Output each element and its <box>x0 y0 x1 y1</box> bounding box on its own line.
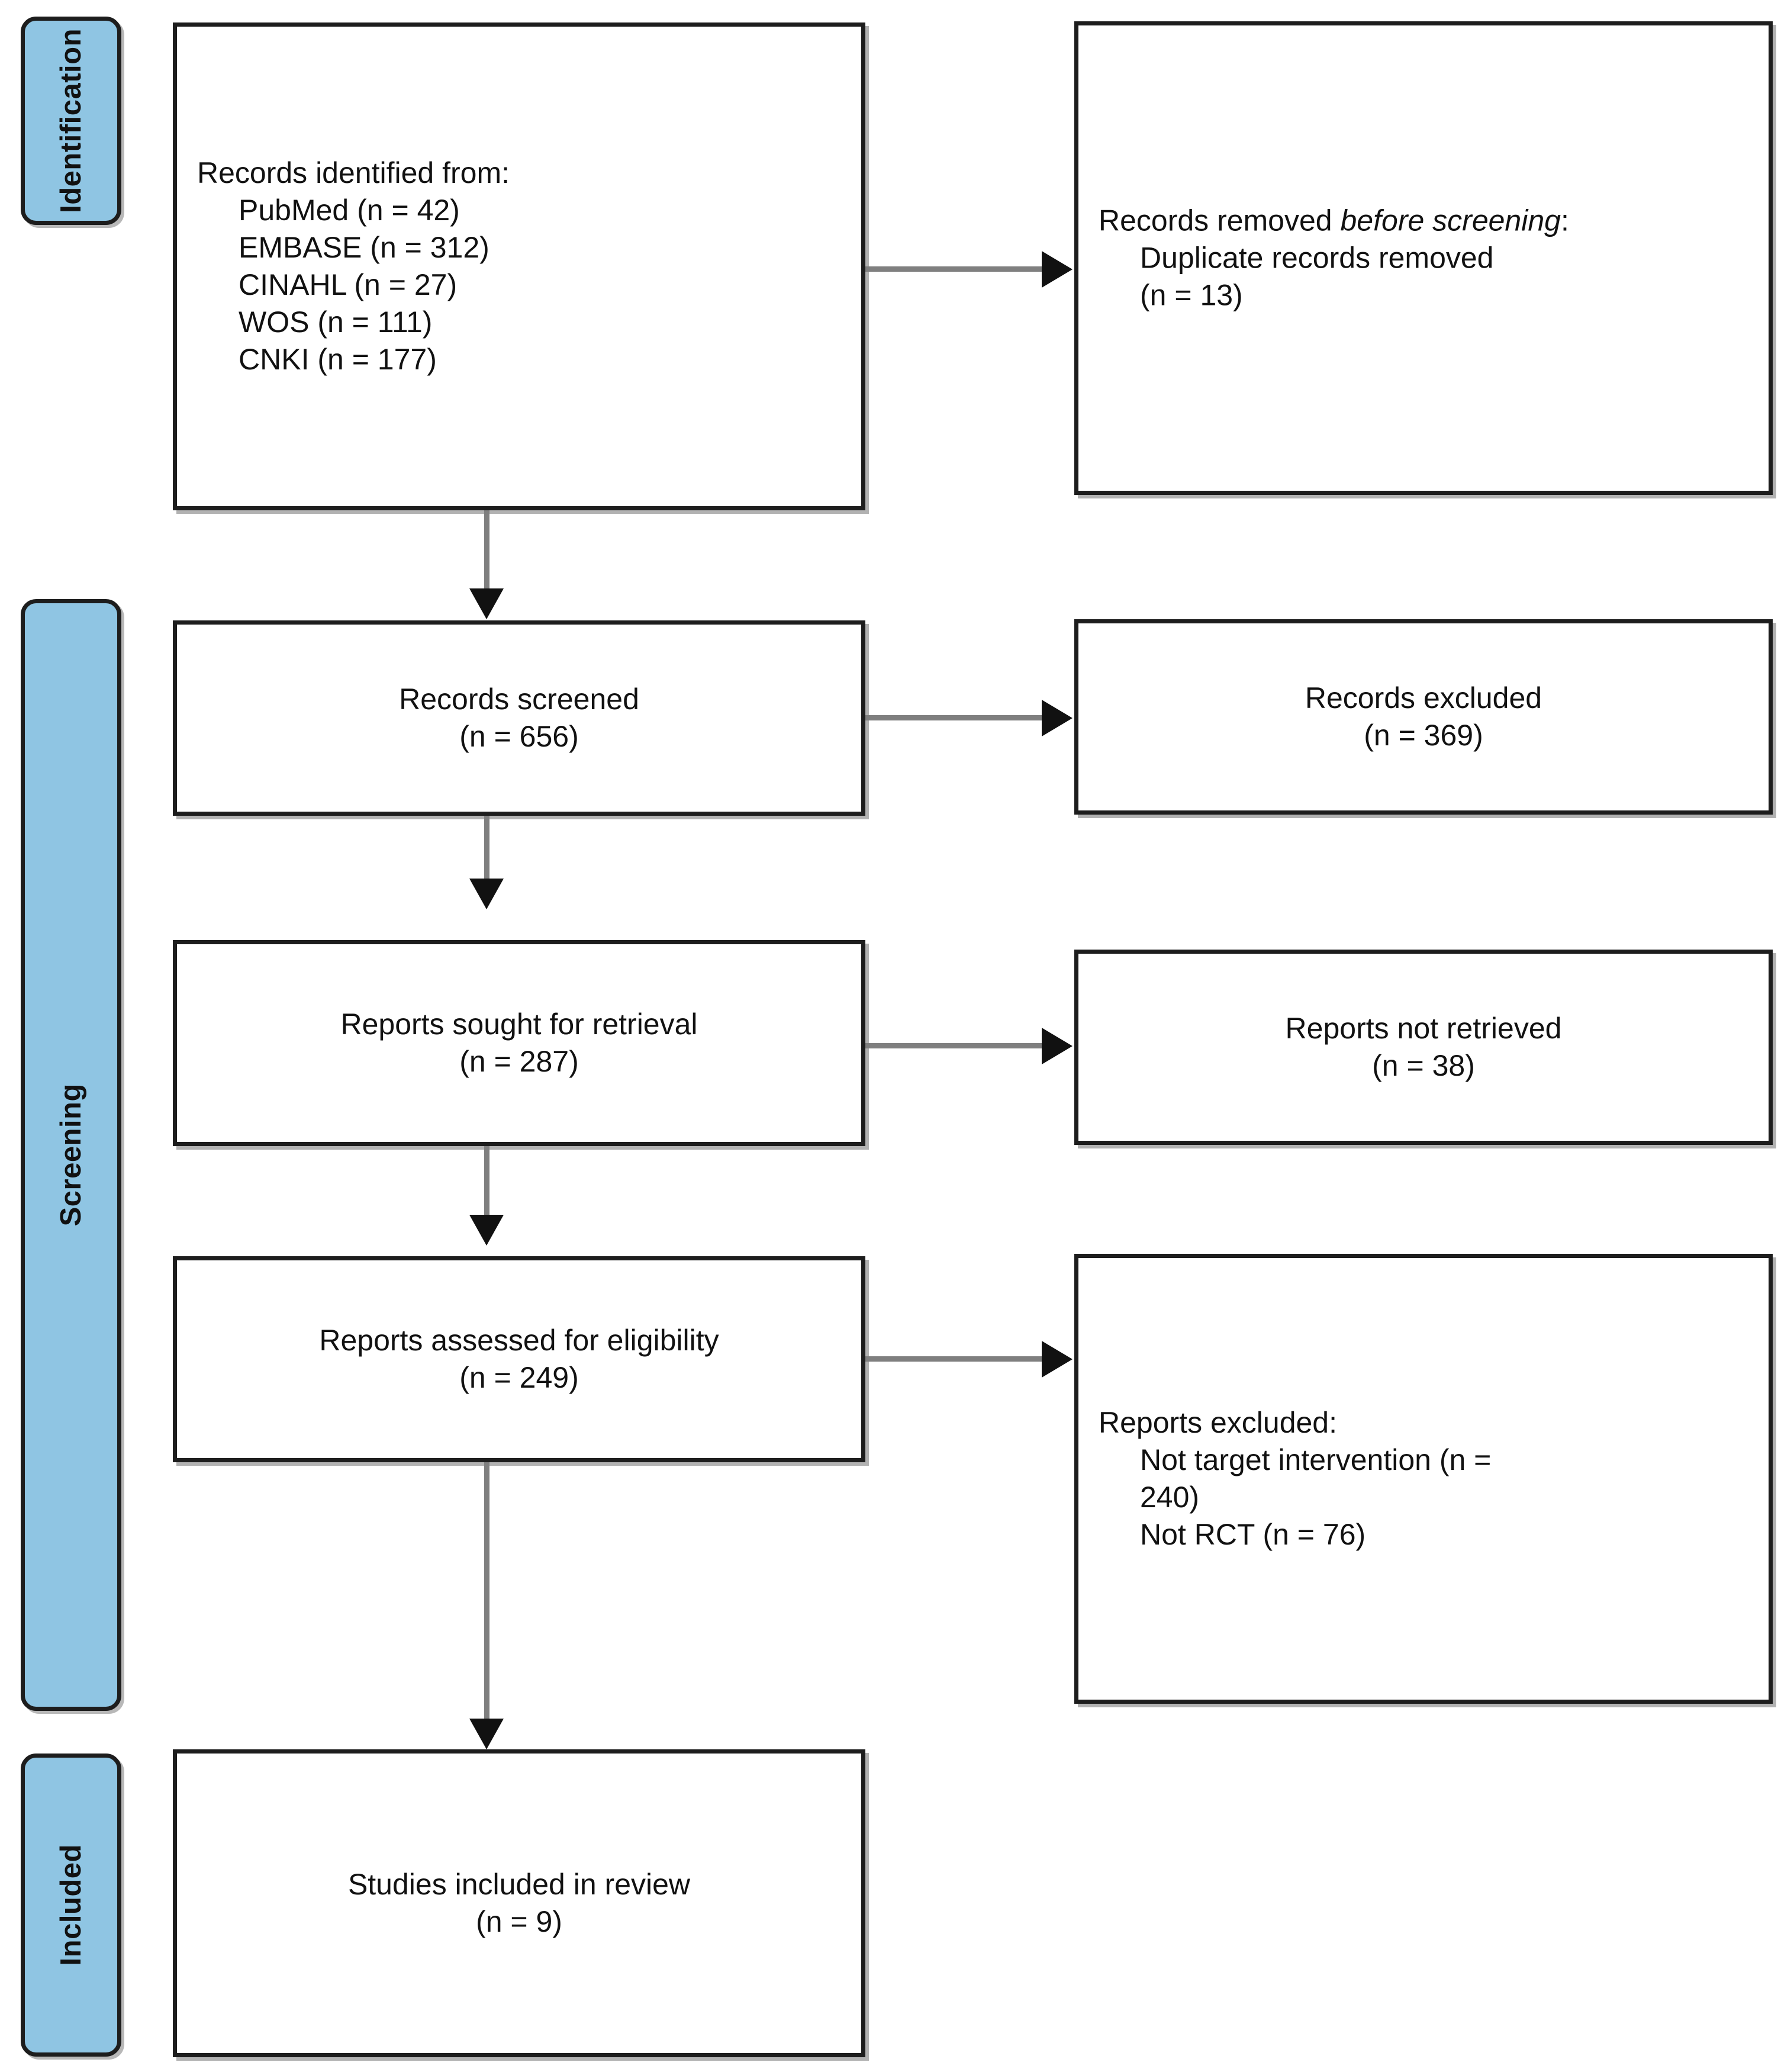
connector-screened-to-excluded-arrowhead <box>1042 700 1073 736</box>
reports-excluded-heading: Reports excluded: <box>1099 1406 1338 1439</box>
records-removed-heading-pre: Records removed <box>1099 204 1341 237</box>
records-screened-count: (n = 656) <box>459 720 579 753</box>
box-records-excluded: Records excluded (n = 369) <box>1074 619 1773 815</box>
connector-sought-to-assessed-arrowhead <box>469 1215 504 1246</box>
reports-not-retrieved-count: (n = 38) <box>1372 1049 1475 1082</box>
box-records-identified: Records identified from: PubMed (n = 42)… <box>173 22 865 510</box>
reports-sought-label: Reports sought for retrieval <box>340 1008 698 1041</box>
records-identified-item-embase: EMBASE (n = 312) <box>239 231 489 264</box>
connector-identified-to-removed-line <box>865 266 1043 272</box>
stage-label-included-text: Included <box>54 1844 87 1966</box>
connector-assessed-to-included-arrowhead <box>469 1719 504 1749</box>
box-reports-not-retrieved: Reports not retrieved (n = 38) <box>1074 950 1773 1145</box>
box-records-screened: Records screened (n = 656) <box>173 620 865 816</box>
records-removed-duplicate-line1: Duplicate records removed <box>1140 241 1494 275</box>
connector-sought-to-assessed-line <box>484 1146 489 1216</box>
reports-assessed-count: (n = 249) <box>459 1361 579 1394</box>
stage-label-identification-text: Identification <box>54 28 87 213</box>
connector-assessed-to-included-line <box>484 1462 489 1723</box>
connector-sought-to-not-retrieved-arrowhead <box>1042 1028 1073 1064</box>
studies-included-count: (n = 9) <box>476 1905 562 1938</box>
connector-identified-to-screened-arrowhead <box>469 588 504 619</box>
reports-assessed-label: Reports assessed for eligibility <box>319 1324 719 1357</box>
records-identified-item-pubmed: PubMed (n = 42) <box>239 194 460 227</box>
stage-label-included: Included <box>21 1754 121 2057</box>
box-reports-assessed-for-eligibility: Reports assessed for eligibility (n = 24… <box>173 1256 865 1462</box>
reports-excluded-item-not-target-intervention-line2: 240) <box>1140 1481 1200 1514</box>
connector-identified-to-screened-line <box>484 510 489 591</box>
records-identified-item-cnki: CNKI (n = 177) <box>239 343 437 376</box>
records-excluded-label: Records excluded <box>1305 681 1542 715</box>
connector-assessed-to-excluded-line <box>865 1356 1043 1362</box>
records-identified-item-cinahl: CINAHL (n = 27) <box>239 268 458 301</box>
reports-not-retrieved-label: Reports not retrieved <box>1285 1012 1562 1045</box>
records-removed-heading: Records removed before screening: <box>1099 202 1748 240</box>
stage-label-identification: Identification <box>21 17 121 225</box>
connector-sought-to-not-retrieved-line <box>865 1043 1043 1048</box>
box-studies-included-in-review: Studies included in review (n = 9) <box>173 1749 865 2057</box>
records-removed-duplicate-line2: (n = 13) <box>1140 278 1243 312</box>
records-removed-heading-emphasis: before screening <box>1340 204 1561 237</box>
connector-screened-to-sought-arrowhead <box>469 879 504 909</box>
reports-sought-count: (n = 287) <box>459 1045 579 1078</box>
records-screened-label: Records screened <box>399 683 639 716</box>
records-excluded-count: (n = 369) <box>1364 719 1483 752</box>
studies-included-label: Studies included in review <box>347 1868 691 1901</box>
box-records-removed-before-screening: Records removed before screening: Duplic… <box>1074 21 1773 495</box>
connector-assessed-to-excluded-arrowhead <box>1042 1341 1073 1378</box>
records-identified-item-wos: WOS (n = 111) <box>239 305 433 339</box>
reports-excluded-item-not-target-intervention-line1: Not target intervention (n = <box>1140 1443 1492 1476</box>
stage-label-screening-text: Screening <box>54 1083 87 1227</box>
records-removed-heading-post: : <box>1560 204 1569 237</box>
box-reports-excluded: Reports excluded: Not target interventio… <box>1074 1254 1773 1704</box>
connector-identified-to-removed-arrowhead <box>1042 251 1073 288</box>
stage-label-screening: Screening <box>21 599 121 1711</box>
box-reports-sought-for-retrieval: Reports sought for retrieval (n = 287) <box>173 940 865 1146</box>
reports-excluded-item-not-rct: Not RCT (n = 76) <box>1140 1518 1366 1551</box>
records-identified-heading: Records identified from: <box>197 156 510 189</box>
connector-screened-to-excluded-line <box>865 715 1043 720</box>
connector-screened-to-sought-line <box>484 816 489 880</box>
